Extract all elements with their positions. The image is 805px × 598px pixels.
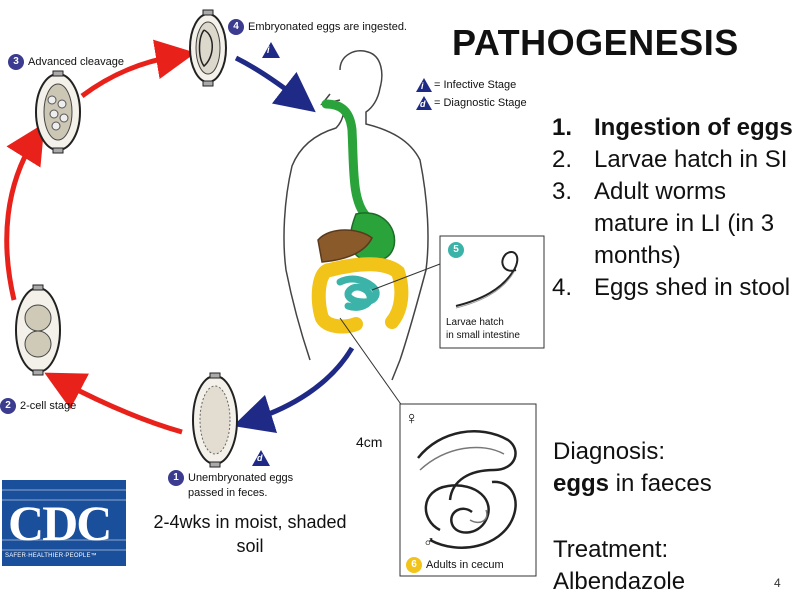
stage-4-badge: 4 — [228, 19, 244, 35]
page-title: PATHOGENESIS — [452, 22, 739, 63]
adult-worms-drawing — [417, 430, 517, 549]
stage-1-badge: 1 — [168, 470, 184, 486]
treatment-value: Albendazole — [553, 568, 686, 595]
cdc-logo-text: CDC — [8, 495, 112, 551]
pointer-cecum — [339, 317, 406, 411]
small-intestine — [336, 275, 380, 311]
pointer-small-intestine — [371, 263, 441, 291]
arrow-stage2-to-3 — [4, 123, 45, 301]
diagnosis-label: Diagnosis: — [553, 438, 666, 465]
stage-5-label: Larvae hatch in small intestine — [446, 317, 520, 341]
liver — [317, 229, 373, 263]
cdc-tagline: SAFER·HEALTHIER·PEOPLE™ — [5, 553, 97, 559]
large-intestine — [311, 257, 409, 334]
legend-infective: = Infective Stage — [434, 79, 517, 91]
arrow-ingestion — [234, 55, 316, 113]
steps-list: 1.Ingestion of eggs 2.Larvae hatch in SI… — [552, 112, 802, 304]
stage-2-badge: 2 — [0, 398, 16, 414]
legend-infective-triangle — [416, 78, 432, 92]
stage-5-badge: 5 — [448, 242, 464, 258]
adults-box — [399, 403, 537, 577]
soil-note: 2-4wks in moist, shaded soil — [153, 512, 347, 556]
step-item: 1.Ingestion of eggs — [552, 114, 793, 141]
diagnosis: Diagnosis: eggs in faeces — [553, 436, 712, 500]
legend-infective-letter: i — [421, 81, 424, 91]
egg-two-cell — [15, 284, 61, 376]
legend-diagnostic-letter: d — [420, 99, 426, 109]
egg-embryonated — [189, 9, 227, 87]
step-item: 2.Larvae hatch in SI — [552, 146, 788, 173]
size-note: 4cm — [356, 434, 383, 450]
step-item: 4.Eggs shed in stool — [552, 274, 791, 301]
male-symbol: ♂ — [423, 534, 435, 551]
legend-diagnostic-triangle — [416, 96, 432, 110]
treatment: Treatment: Albendazole — [553, 534, 685, 598]
stage-3-badge: 3 — [8, 54, 24, 70]
cdc-logo-graphic — [2, 480, 126, 566]
diagnostic-letter: d — [257, 453, 263, 463]
arrow-to-soil — [232, 346, 355, 434]
legend-diagnostic: = Diagnostic Stage — [434, 97, 527, 109]
infective-letter: i — [267, 45, 270, 55]
diagnosis-value: eggs in faeces — [553, 470, 712, 497]
page-number: 4 — [774, 576, 781, 590]
infective-stage-triangle — [262, 42, 280, 58]
arrow-stage1-to-2 — [44, 372, 183, 435]
stage-6-badge: 6 — [406, 557, 422, 573]
step-item: 3.Adult worms mature in LI (in 3 months) — [552, 178, 775, 269]
egg-advanced-cleavage — [35, 70, 81, 154]
arrow-stage3-to-4 — [80, 39, 196, 99]
cdc-logo: CDC SAFER·HEALTHIER·PEOPLE™ — [2, 480, 126, 566]
diagnostic-stage-triangle — [252, 450, 270, 466]
egg-unembryonated — [192, 372, 238, 468]
treatment-label: Treatment: — [553, 536, 669, 563]
female-symbol: ♀ — [405, 408, 419, 428]
larva-drawing — [455, 251, 519, 307]
